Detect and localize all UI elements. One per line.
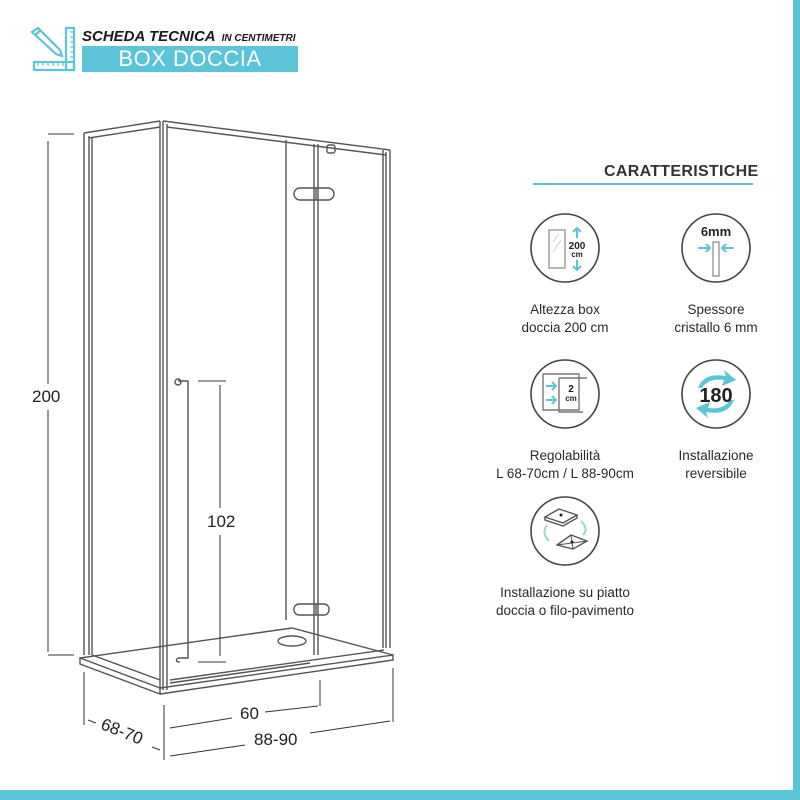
features-underline bbox=[533, 183, 753, 185]
svg-text:200: 200 bbox=[569, 241, 586, 252]
svg-text:6mm: 6mm bbox=[701, 224, 731, 239]
glass-thickness-icon: 6mm bbox=[681, 213, 751, 283]
svg-text:cm: cm bbox=[565, 394, 577, 403]
feature-thickness-label: Spessore cristallo 6 mm bbox=[626, 301, 800, 337]
dim-door-width: 60 bbox=[238, 704, 261, 724]
label-line: reversibile bbox=[685, 466, 747, 481]
label-line: cristallo 6 mm bbox=[674, 320, 758, 335]
reversible-180-icon: 180 bbox=[681, 359, 751, 429]
ruler-pencil-icon bbox=[30, 26, 76, 72]
shower-box-drawing bbox=[47, 120, 394, 760]
header-title-text: SCHEDA TECNICA bbox=[82, 28, 216, 45]
tray-or-floor-install-icon bbox=[530, 496, 600, 566]
feature-height: 200 cm Altezza box doccia 200 cm bbox=[475, 212, 655, 337]
label-line: Spessore bbox=[687, 302, 745, 317]
accent-border-bottom bbox=[0, 790, 800, 800]
feature-height-label: Altezza box doccia 200 cm bbox=[475, 301, 655, 337]
feature-adjustability-label: Regolabilità L 68-70cm / L 88-90cm bbox=[475, 447, 655, 483]
feature-reversible-label: Installazione reversibile bbox=[626, 447, 800, 483]
svg-text:2: 2 bbox=[568, 384, 574, 395]
header-banner: BOX DOCCIA bbox=[82, 46, 298, 72]
features-title: CARATTERISTICHE bbox=[604, 163, 759, 180]
label-line: Installazione su piatto bbox=[500, 585, 630, 600]
feature-installation: Installazione su piatto doccia o filo-pa… bbox=[475, 495, 655, 620]
label-line: doccia o filo-pavimento bbox=[495, 603, 635, 618]
label-line: Regolabilità bbox=[529, 448, 601, 463]
adjustable-width-icon: 2 cm bbox=[530, 359, 600, 429]
svg-text:cm: cm bbox=[571, 250, 583, 259]
feature-installation-label: Installazione su piatto doccia o filo-pa… bbox=[475, 584, 655, 620]
label-line: L 68-70cm / L 88-90cm bbox=[496, 466, 634, 481]
dim-total-width: 88-90 bbox=[252, 730, 300, 750]
header-subtitle: IN CENTIMETRI bbox=[221, 33, 296, 44]
feature-thickness: 6mm Spessore cristallo 6 mm bbox=[626, 212, 800, 337]
accent-border-right bbox=[793, 0, 800, 800]
feature-adjustability: 2 cm Regolabilità L 68-70cm / L 88-90cm bbox=[475, 358, 655, 483]
glass-height-icon: 200 cm bbox=[530, 213, 600, 283]
label-line: Installazione bbox=[678, 448, 754, 463]
dim-handle-height: 102 bbox=[205, 512, 238, 532]
dim-height: 200 bbox=[30, 387, 63, 407]
label-line: Altezza box bbox=[530, 302, 600, 317]
feature-reversible: 180 Installazione reversibile bbox=[626, 358, 800, 483]
label-line: doccia 200 cm bbox=[521, 320, 609, 335]
svg-text:180: 180 bbox=[699, 385, 732, 407]
header-title: SCHEDA TECNICA IN CENTIMETRI bbox=[82, 28, 296, 45]
